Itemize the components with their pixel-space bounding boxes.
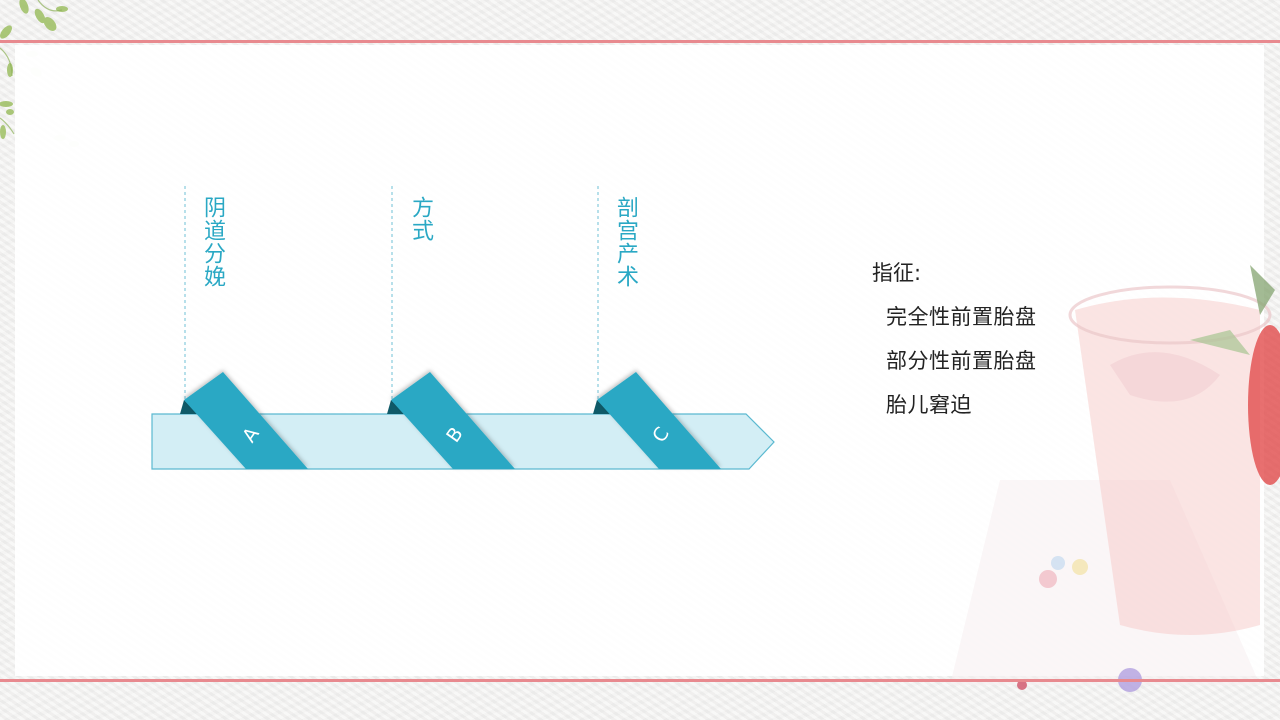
indication-item: 胎儿窘迫 <box>886 393 972 417</box>
step-label-method: 方式 <box>408 196 433 242</box>
indications-block: 指征: 完全性前置胎盘 部分性前置胎盘 胎儿窘迫 <box>872 258 1037 434</box>
ribbon-b <box>391 372 515 469</box>
indication-item: 部分性前置胎盘 <box>886 349 1037 373</box>
drink-illustration-icon <box>950 265 1280 692</box>
indication-item: 完全性前置胎盘 <box>886 305 1037 329</box>
bottom-rule <box>0 679 1280 682</box>
indications-title: 指征: <box>872 261 922 285</box>
step-label-cesarean: 剖宫产术 <box>613 196 638 288</box>
ribbon-a <box>184 372 308 469</box>
ribbon-c <box>597 372 721 469</box>
step-label-vaginal-delivery: 阴道分娩 <box>200 196 225 288</box>
top-rule <box>0 40 1280 43</box>
